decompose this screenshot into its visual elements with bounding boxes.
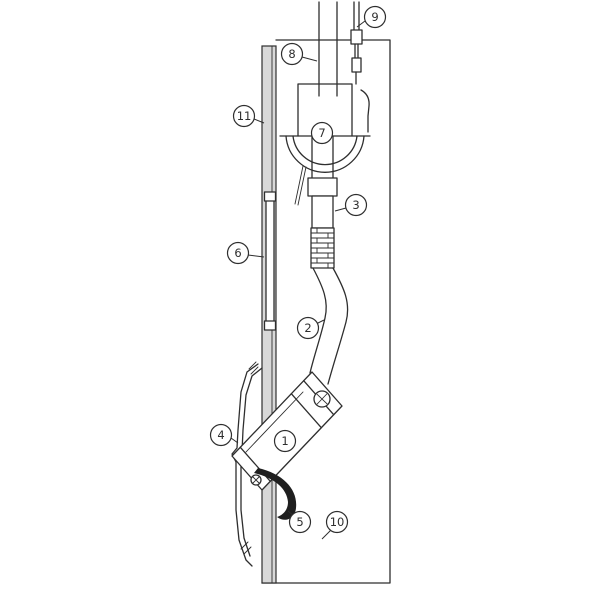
callout-label: 9 <box>371 10 378 24</box>
bracket-hash-marks <box>240 361 259 555</box>
connector-nut <box>307 177 338 197</box>
callout-4: 4 <box>209 423 233 447</box>
connector-barrel <box>311 195 334 229</box>
wall-plate <box>263 191 277 331</box>
callout-circle <box>209 423 233 447</box>
callout-5: 5 <box>288 510 312 534</box>
rod-ferrule-upper <box>350 29 363 45</box>
callout-label: 4 <box>217 428 224 442</box>
leader-line-9 <box>356 20 366 28</box>
sensor-rod <box>350 1 370 133</box>
callout-label: 10 <box>330 515 345 529</box>
mounting-panel <box>261 39 391 584</box>
callout-circle <box>273 429 297 453</box>
rod-mid <box>354 43 359 59</box>
callout-circle <box>288 510 312 534</box>
panel-outline <box>261 39 391 584</box>
leader-line-3 <box>334 207 347 212</box>
pin-wire <box>294 165 307 206</box>
connector-neck <box>294 135 334 206</box>
callout-circle <box>296 316 320 340</box>
leader-line-11 <box>253 118 265 124</box>
callout-9: 9 <box>363 5 387 29</box>
block-cable-entries <box>318 83 338 97</box>
callout-label: 8 <box>288 47 295 61</box>
leader-line-4 <box>230 437 239 444</box>
plate-bottom-cap <box>263 320 277 331</box>
callout-label: 7 <box>318 126 325 140</box>
plate-body <box>265 199 275 323</box>
callout-3: 3 <box>344 193 368 217</box>
strain-relief-segments <box>316 227 329 269</box>
callout-1: 1 <box>273 429 297 453</box>
callout-11: 11 <box>232 104 256 128</box>
callout-label: 2 <box>304 321 311 335</box>
callout-label: 3 <box>352 198 359 212</box>
flex-cable-left-edge <box>309 267 327 374</box>
callout-circle <box>344 193 368 217</box>
callout-circle <box>310 121 334 145</box>
leader-line-10 <box>321 529 332 540</box>
callout-circle <box>232 104 256 128</box>
device-screw-cross <box>316 393 328 405</box>
flex-cable-right-edge <box>327 267 349 385</box>
callout-circle <box>363 5 387 29</box>
callout-10: 10 <box>325 510 349 534</box>
callout-circle <box>226 241 250 265</box>
leader-line-8 <box>301 56 318 62</box>
callout-label: 5 <box>296 515 303 529</box>
strain-relief-ribs <box>310 232 335 264</box>
bracket-outer-edge <box>231 363 259 567</box>
callout-8: 8 <box>280 42 304 66</box>
plate-top-cap <box>263 191 277 202</box>
rod-ferrule-lower <box>351 57 362 73</box>
rod-hook-arm <box>360 89 370 133</box>
device-axis-line <box>245 391 304 453</box>
callout-label: 1 <box>281 434 288 448</box>
callout-label: 11 <box>237 109 252 123</box>
support-strap <box>279 135 371 173</box>
strap-inner-arc <box>292 135 358 166</box>
callout-circle <box>325 510 349 534</box>
supply-cable <box>318 1 338 86</box>
callout-label: 6 <box>234 246 241 260</box>
callout-7: 7 <box>310 121 334 145</box>
callout-2: 2 <box>296 316 320 340</box>
cable-edges <box>318 1 338 86</box>
strap-outer-arc <box>285 135 365 173</box>
threaded-connector <box>307 177 338 269</box>
flex-cable <box>309 267 349 385</box>
neck-edges <box>311 135 334 179</box>
callout-circle <box>280 42 304 66</box>
leader-line-6 <box>247 254 265 258</box>
device-end-screw-cross <box>252 476 260 484</box>
callout-6: 6 <box>226 241 250 265</box>
